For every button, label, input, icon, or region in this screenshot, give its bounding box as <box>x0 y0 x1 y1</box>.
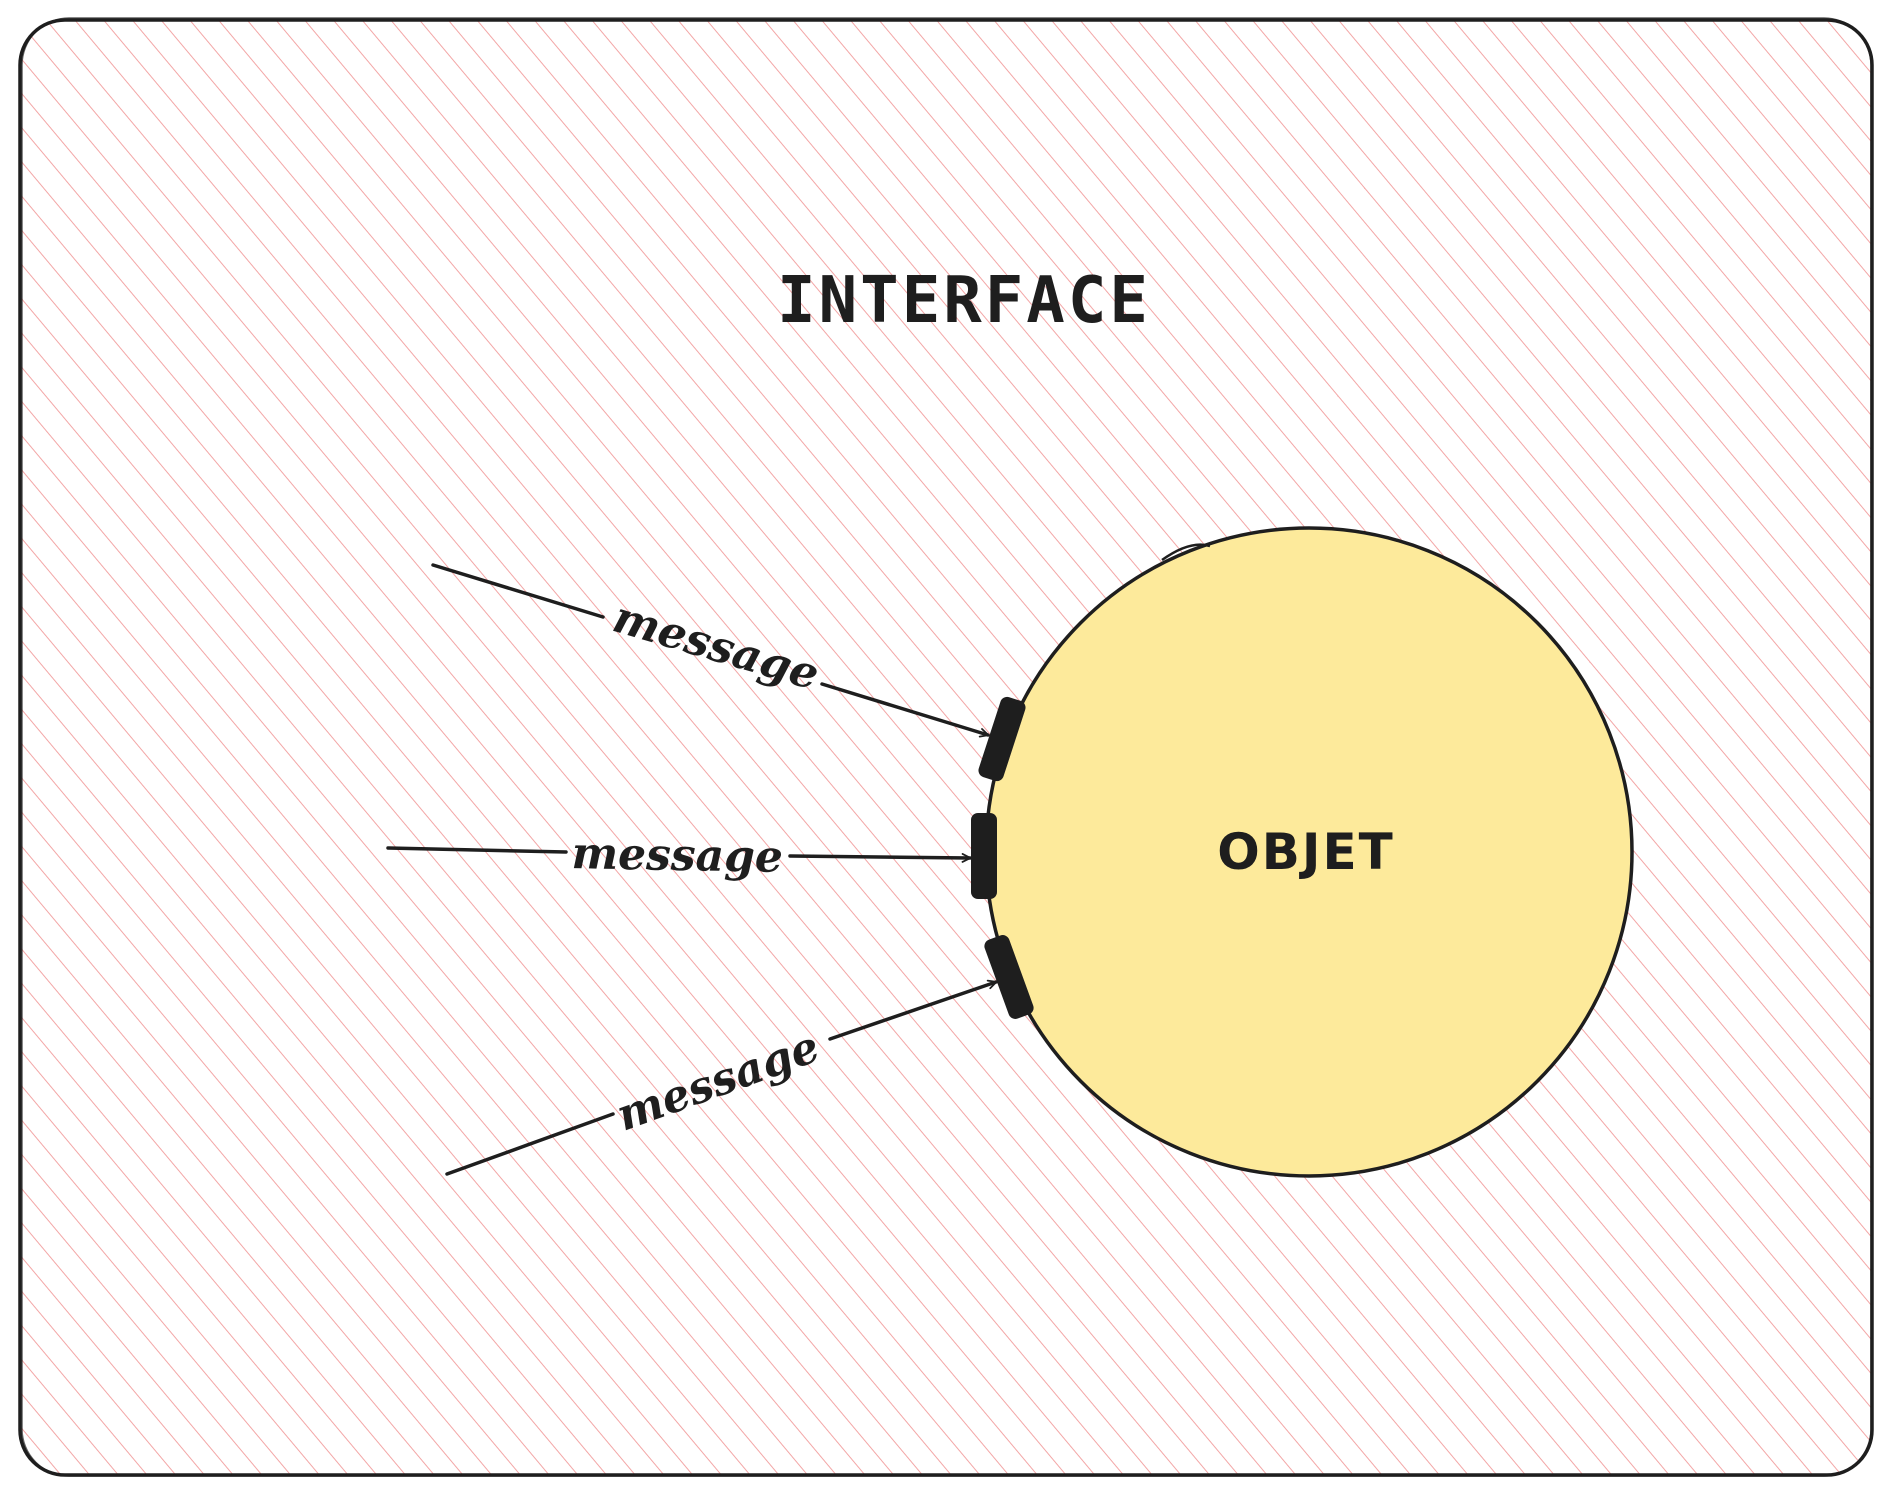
message-label-middle: message <box>571 828 783 883</box>
interface-port-middle <box>971 813 997 899</box>
object-label: OBJET <box>1217 823 1394 881</box>
message-arrow-top <box>431 563 990 738</box>
interface-title: INTERFACE <box>777 264 1151 338</box>
interface-port-bottom <box>984 935 1034 1019</box>
interface-port-top <box>978 696 1026 782</box>
message-arrow-bottom <box>445 979 998 1176</box>
message-arrow-middle <box>386 846 972 863</box>
